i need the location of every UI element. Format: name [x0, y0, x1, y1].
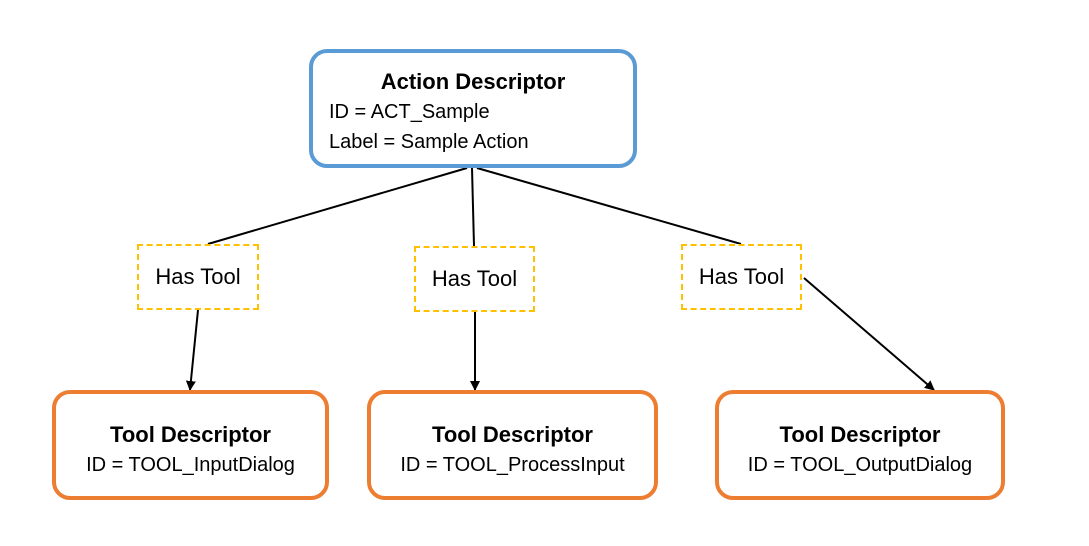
action-descriptor-label: Label = Sample Action [329, 131, 529, 153]
tool-descriptor-title-1: Tool Descriptor [110, 422, 271, 447]
tool-descriptor-title-3: Tool Descriptor [779, 422, 941, 447]
has-tool-label-2: Has Tool [431, 266, 518, 291]
connector-action-to-relation-1 [207, 167, 468, 245]
arrow-relation-1-to-tool-1 [185, 309, 199, 391]
has-tool-relation-1[interactable]: Has Tool [137, 244, 259, 310]
action-descriptor-id: ID = ACT_Sample [329, 101, 490, 123]
tool-descriptor-title-2: Tool Descriptor [432, 422, 593, 447]
connector-action-to-relation-3 [476, 167, 742, 245]
tool-descriptor-id-1: ID = TOOL_InputDialog [86, 454, 295, 476]
has-tool-label-1: Has Tool [155, 264, 241, 289]
has-tool-label-3: Has Tool [698, 264, 785, 289]
connector-action-to-relation-2 [471, 167, 475, 247]
tool-descriptor-node-2[interactable]: Tool Descriptor ID = TOOL_ProcessInput [367, 390, 658, 500]
tool-descriptor-node-3[interactable]: Tool Descriptor ID = TOOL_OutputDialog [715, 390, 1005, 500]
tool-descriptor-id-2: ID = TOOL_ProcessInput [400, 454, 625, 476]
tool-descriptor-id-3: ID = TOOL_OutputDialog [747, 454, 973, 476]
has-tool-relation-3[interactable]: Has Tool [681, 244, 802, 310]
has-tool-relation-2[interactable]: Has Tool [414, 246, 535, 312]
action-descriptor-node[interactable]: Action Descriptor ID = ACT_Sample Label … [309, 49, 637, 168]
tool-descriptor-node-1[interactable]: Tool Descriptor ID = TOOL_InputDialog [52, 390, 329, 500]
arrow-relation-3-to-tool-3 [803, 277, 935, 391]
action-descriptor-title: Action Descriptor [380, 69, 566, 94]
